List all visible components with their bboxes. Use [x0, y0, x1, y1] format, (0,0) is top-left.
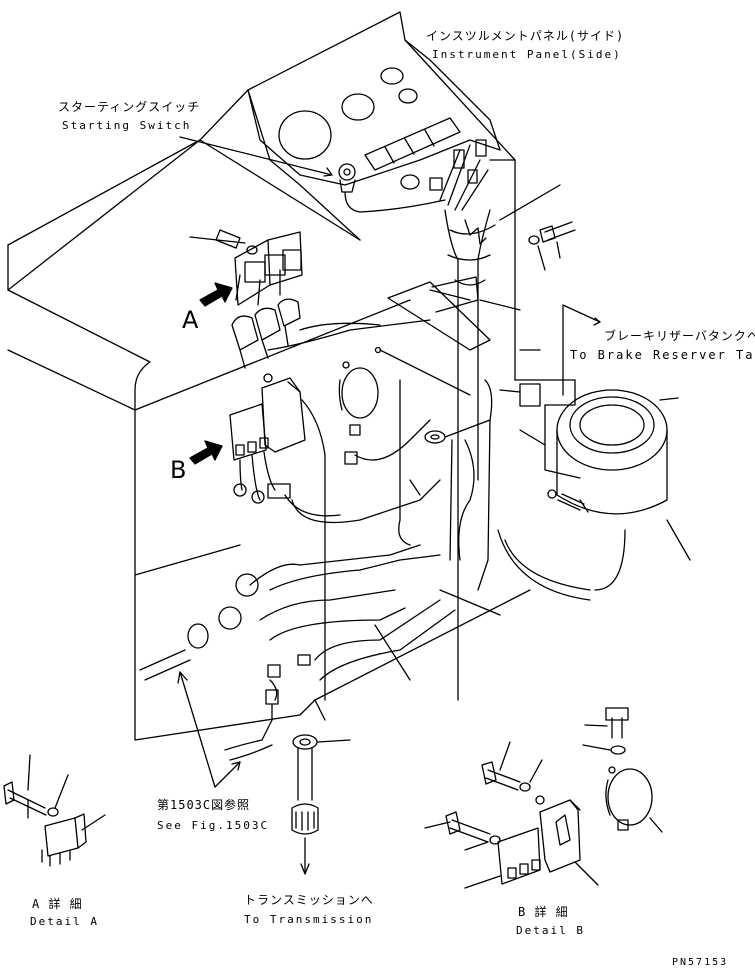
- detail-b-parts: [424, 707, 663, 889]
- horn-icon: [338, 361, 379, 465]
- detail-a-label-en: Detail A: [30, 915, 99, 928]
- leader-trans-grommet: [317, 739, 351, 743]
- leader-grommet: [444, 419, 491, 438]
- detail-a-label-jp: A 詳 細: [32, 897, 83, 911]
- transmission-label-jp: トランスミッションへ: [244, 893, 374, 907]
- brake-tank-label-en: To Brake Reserver Tank: [570, 348, 755, 362]
- brake-reservoir-tank: [544, 389, 668, 515]
- instrument-panel-face: [247, 39, 501, 190]
- instrument-panel-label-jp: インスツルメントパネル(サイド): [426, 29, 625, 43]
- brake-line: [594, 529, 626, 591]
- arrow-a-icon: [199, 282, 233, 307]
- leader-see-fig: [177, 671, 241, 788]
- leader-1: [439, 589, 501, 616]
- small-connector-box: [519, 383, 541, 407]
- leader-harness: [499, 184, 561, 221]
- see-fig-label-jp: 第1503C図参照: [157, 798, 251, 812]
- leader-2: [374, 624, 411, 681]
- relay-group-a: [231, 231, 303, 369]
- harness-bracket: [374, 276, 521, 396]
- wiring-lines: [249, 319, 493, 701]
- see-fig-label-en: See Fig.1503C: [157, 819, 270, 832]
- detail-b-label-en: Detail B: [516, 924, 585, 937]
- panel-bolts: [528, 221, 576, 271]
- brake-tank-label-jp: ブレーキリザーバタンクへ: [604, 329, 755, 343]
- starting-switch-label-en: Starting Switch: [62, 119, 192, 132]
- detail-a-parts: [3, 754, 106, 867]
- detail-b-label-jp: B 詳 細: [518, 905, 569, 919]
- leader-starting-switch: [179, 136, 333, 176]
- relay-group-b: [229, 373, 306, 504]
- wire-harness-main: [429, 139, 496, 701]
- marker-a: A: [182, 306, 199, 334]
- part-number: PN57153: [672, 957, 729, 968]
- connectors-lower: [139, 573, 311, 761]
- leader-tank: [666, 519, 691, 561]
- machine-body-outline: [7, 11, 576, 741]
- tank-bolts: [547, 489, 589, 513]
- transmission-connector: [291, 747, 319, 875]
- transmission-label-en: To Transmission: [244, 913, 374, 926]
- starting-switch-icon: [338, 163, 446, 213]
- instrument-panel-label-en: Instrument Panel(Side): [432, 48, 622, 61]
- marker-b: B: [170, 456, 187, 484]
- arrow-b-icon: [189, 440, 223, 465]
- starting-switch-label-jp: スターティングスイッチ: [58, 100, 201, 114]
